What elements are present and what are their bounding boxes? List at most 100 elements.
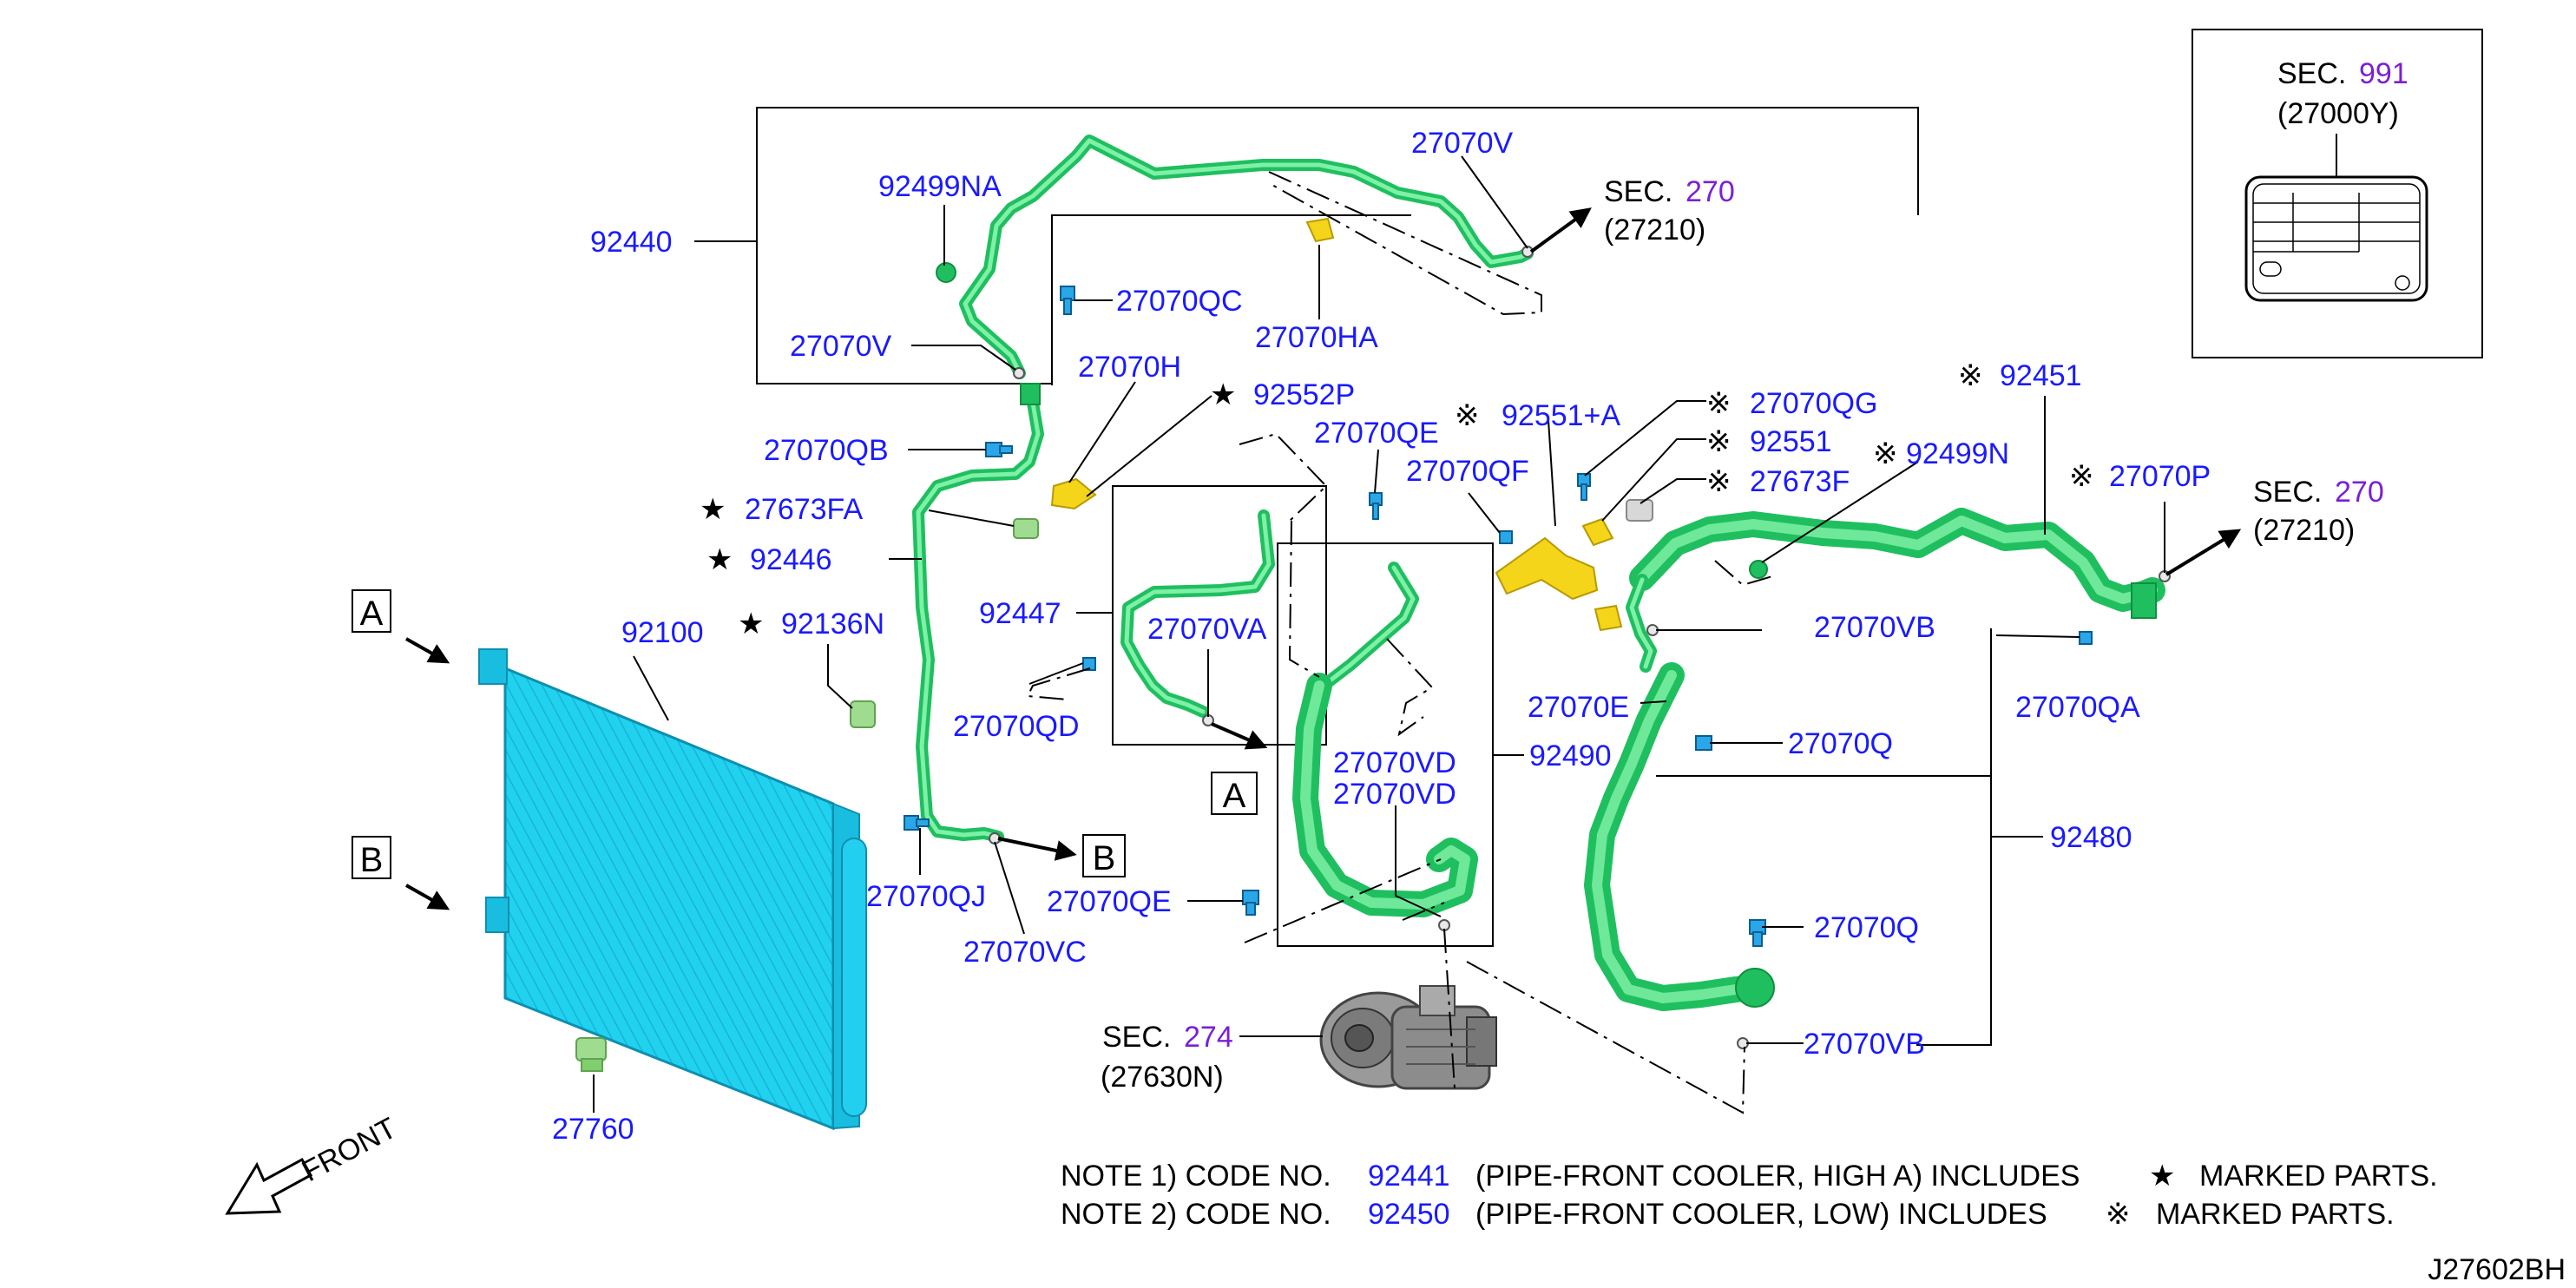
label-27070VC[interactable]: 27070VC	[963, 936, 1087, 969]
label-27070QF[interactable]: 27070QF	[1406, 455, 1529, 488]
hose-92490[interactable]	[1292, 562, 1478, 917]
sec270-right-number[interactable]: 270	[2335, 476, 2384, 509]
bolt-27070Q-bot[interactable]	[1749, 919, 1766, 947]
bolt-27070QG[interactable]	[1577, 473, 1591, 501]
o-ring-27070V-left[interactable]	[1013, 367, 1025, 379]
frame-92490	[1277, 542, 1494, 947]
label-92446[interactable]: 92446	[750, 543, 832, 576]
arrow-ref-A-pipe	[1211, 722, 1268, 750]
label-27070V-top[interactable]: 27070V	[1411, 127, 1514, 160]
star-mark-92446: ★	[706, 542, 733, 577]
label-27070VB-mid[interactable]: 27070VB	[1814, 611, 1935, 644]
bracket-92551[interactable]	[1581, 517, 1614, 547]
pipe-92451[interactable]	[1626, 508, 2165, 673]
dash-line-9	[1244, 858, 1442, 943]
sec270-top-ref[interactable]: SEC. 270 (27210)	[1604, 175, 1735, 246]
label-27673F[interactable]: 27673F	[1750, 465, 1850, 498]
pipe-92447[interactable]	[1120, 509, 1275, 718]
label-92440[interactable]: 92440	[590, 226, 673, 259]
leader-27070QG	[1584, 400, 1706, 476]
sec991-ref[interactable]: SEC. 991 (27000Y)	[2277, 57, 2408, 130]
bolt-27070QJ[interactable]	[904, 815, 930, 831]
label-27760[interactable]: 27760	[552, 1113, 634, 1146]
star-mark-27673FA: ★	[700, 492, 726, 527]
front-label: FRONT	[297, 1112, 402, 1189]
label-92136N[interactable]: 92136N	[781, 608, 884, 641]
bracket-27070HA[interactable]	[1305, 217, 1335, 243]
leader-92100	[633, 655, 669, 721]
label-27070QJ[interactable]: 27070QJ	[866, 880, 986, 913]
label-27070QE-bot[interactable]: 27070QE	[1047, 885, 1172, 918]
label-92447[interactable]: 92447	[979, 597, 1061, 630]
sec274-number[interactable]: 274	[1184, 1021, 1233, 1054]
label-92100[interactable]: 92100	[621, 616, 704, 649]
label-27070P[interactable]: 27070P	[2109, 460, 2211, 493]
sec991-prefix: SEC.	[2277, 57, 2346, 90]
dryer-cap-27760[interactable]	[575, 1037, 607, 1072]
label-27070QA[interactable]: 27070QA	[2015, 691, 2140, 724]
pipe-92440[interactable]	[936, 135, 1534, 379]
cap-92136N[interactable]	[850, 700, 876, 728]
compressor-icon	[1319, 985, 1497, 1090]
bolt-27070QB[interactable]	[985, 442, 1013, 457]
label-27070V-left[interactable]: 27070V	[790, 330, 892, 363]
label-92552P[interactable]: 92552P	[1253, 378, 1355, 411]
hose-92480[interactable]	[1584, 662, 1775, 1011]
label-27070QE-top[interactable]: 27070QE	[1314, 417, 1439, 450]
sec991-number[interactable]: 991	[2359, 57, 2408, 90]
label-27673FA[interactable]: 27673FA	[745, 493, 863, 526]
label-27070QG[interactable]: 27070QG	[1750, 387, 1877, 420]
label-92499NA[interactable]: 92499NA	[878, 170, 1002, 203]
bolt-27070QA[interactable]	[2079, 631, 2093, 645]
bolt-27070QE-bot[interactable]	[1242, 890, 1259, 916]
label-27070HA[interactable]: 27070HA	[1255, 321, 1378, 354]
bracket-27070E[interactable]	[1594, 604, 1623, 632]
note1-code[interactable]: 92441	[1368, 1160, 1450, 1193]
bolt-27070QC[interactable]	[1060, 286, 1075, 315]
cap-27673FA[interactable]	[1013, 518, 1039, 539]
condenser-92100[interactable]	[478, 648, 867, 1131]
ref-A-left-label: A	[360, 595, 384, 633]
label-27070E[interactable]: 27070E	[1528, 691, 1629, 724]
label-27070VD-2[interactable]: 27070VD	[1333, 778, 1456, 811]
cap-27673F[interactable]	[1626, 499, 1653, 522]
ref-B-pipe-label: B	[1093, 839, 1116, 877]
label-27070VB-bot[interactable]: 27070VB	[1804, 1028, 1925, 1061]
bolt-27070QE-top[interactable]	[1369, 492, 1383, 520]
dash-line-8	[1714, 560, 1773, 587]
sec270-top-number[interactable]: 270	[1686, 175, 1735, 208]
label-27070QB[interactable]: 27070QB	[764, 434, 889, 467]
label-92480[interactable]: 92480	[2050, 821, 2132, 854]
bracket-27070QF[interactable]	[1495, 536, 1599, 601]
label-27070H[interactable]: 27070H	[1078, 351, 1181, 384]
note2-code[interactable]: 92450	[1368, 1198, 1450, 1231]
star-mark-92136N: ★	[738, 607, 764, 641]
pipe-92446[interactable]	[912, 383, 1044, 843]
sec270-right-ref[interactable]: SEC. 270 (27210)	[2253, 476, 2384, 547]
label-92490[interactable]: 92490	[1529, 739, 1612, 772]
label-27070QC[interactable]: 27070QC	[1116, 285, 1243, 318]
dash-line-2	[1239, 432, 1328, 522]
kome-mark-27070QG: ※	[1706, 386, 1732, 421]
label-27070QD[interactable]: 27070QD	[953, 710, 1080, 743]
arrow-ref-B-condenser	[405, 884, 450, 910]
label-92551A[interactable]: 92551+A	[1502, 399, 1620, 432]
label-27070Q-bot[interactable]: 27070Q	[1814, 911, 1919, 944]
bolt-27070QF[interactable]	[1499, 530, 1513, 544]
label-92451[interactable]: 92451	[2000, 359, 2082, 392]
label-27070VA[interactable]: 27070VA	[1147, 613, 1267, 646]
sec991-label-icon	[2244, 134, 2428, 302]
sec274-ref[interactable]: SEC. 274 (27630N)	[1101, 1021, 1233, 1094]
leader-92551A	[1548, 419, 1556, 527]
kome-mark-92551: ※	[1706, 424, 1732, 459]
label-27070VD-1[interactable]: 27070VD	[1333, 746, 1456, 779]
label-92551[interactable]: 92551	[1750, 425, 1832, 458]
bracket-27070H[interactable]	[1050, 477, 1097, 510]
label-92499N[interactable]: 92499N	[1906, 437, 2009, 470]
leader-27070VC	[994, 841, 1025, 935]
label-27070Q-mid[interactable]: 27070Q	[1788, 727, 1893, 760]
dash-line-7	[1466, 961, 1745, 1114]
note1-suffix: MARKED PARTS.	[2199, 1160, 2438, 1193]
bolt-27070Q-mid[interactable]	[1695, 735, 1712, 751]
